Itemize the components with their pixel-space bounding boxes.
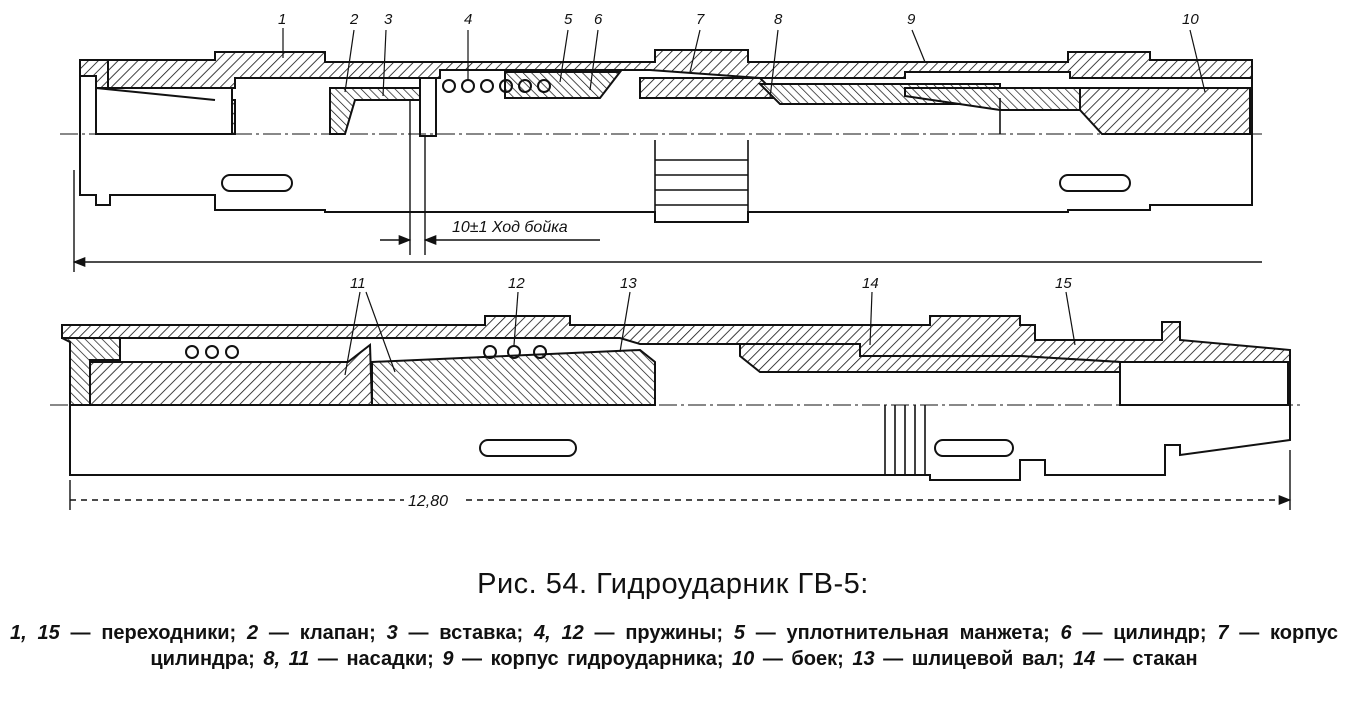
top-leaders [282, 28, 1206, 99]
legend-entry: 13 — шлицевой вал; [852, 648, 1064, 670]
legend-entry-text: — боек; [754, 648, 844, 670]
cylinder [504, 71, 623, 99]
legend-entry-number: 7 [1217, 622, 1229, 644]
bottom-body-outline [69, 362, 1291, 481]
bottom-adapter-bore [1119, 361, 1289, 406]
legend-entry-text: — клапан; [258, 622, 376, 644]
legend-entry: 9 — корпус гидроударника; [442, 648, 723, 670]
bottom-slot-left [479, 439, 577, 457]
part-label-15: 15 [1055, 275, 1072, 292]
legend-entry-text: — пружины; [583, 622, 724, 644]
part-label-4: 4 [464, 11, 472, 28]
bottom-part-labels: 11 12 13 14 15 [350, 275, 1072, 292]
hammer [1079, 87, 1251, 135]
legend-entry-text: — шлицевой вал; [874, 648, 1065, 670]
bottom-slot-right [934, 439, 1014, 457]
legend-entry: 14 — стакан [1073, 648, 1198, 670]
valve-stem [419, 77, 437, 137]
hydraulic-hammer-drawing: 1 2 3 4 5 6 7 8 9 10 10±1 Ход бойка [50, 11, 1300, 510]
legend-entry-number: 9 [442, 648, 454, 670]
top-housing-wall [107, 49, 1253, 89]
part-label-14: 14 [862, 275, 879, 292]
legend-entry-number: 4, 12 [534, 622, 584, 644]
legend-entry-text: — цилиндр; [1071, 622, 1207, 644]
top-section [60, 49, 1262, 272]
legend-entry-number: 14 [1072, 648, 1096, 670]
bottom-section [50, 315, 1300, 510]
part-label-11: 11 [350, 275, 366, 292]
legend-entry-text: — уплотнительная манжета; [744, 622, 1050, 644]
part-label-1: 1 [278, 11, 286, 28]
legend-entry: 2 — клапан; [247, 622, 376, 644]
top-body-outline [79, 76, 1253, 223]
valve-insert [329, 87, 421, 135]
legend-entry-text: — корпус цилиндра; [150, 622, 1339, 670]
part-label-7: 7 [696, 11, 705, 28]
legend-entry-text: — корпус гидроударника; [453, 648, 724, 670]
top-slot-right [1059, 174, 1131, 192]
figure-caption-title: Рис. 54. Гидроударник ГВ-5: [477, 568, 869, 600]
nozzle-11 [89, 343, 374, 406]
stroke-dimension-text: 10±1 Ход бойка [452, 219, 568, 236]
legend-entry: 5 — уплотнительная манжета; [734, 622, 1050, 644]
legend-entry-number: 3 [386, 622, 398, 644]
cylinder-housing [639, 77, 783, 99]
part-label-5: 5 [564, 11, 573, 28]
legend-entry: 7 — корпус цилиндра; [150, 622, 1338, 670]
legend-entry-text: — насадки; [309, 648, 434, 670]
legend-entry-number: 6 [1060, 622, 1072, 644]
top-part-labels: 1 2 3 4 5 6 7 8 9 10 [278, 11, 1199, 28]
part-label-10: 10 [1182, 11, 1199, 28]
part-label-2: 2 [349, 11, 359, 28]
legend-entry: 3 — вставка; [387, 622, 524, 644]
top-spring [442, 79, 551, 93]
legend-entry: 4, 12 — пружины; [534, 622, 723, 644]
part-label-6: 6 [594, 11, 603, 28]
legend-entry-number: 13 [852, 648, 875, 670]
bottom-leaders [344, 291, 1076, 376]
legend-entry-text: — стакан [1095, 648, 1198, 670]
bottom-spring-right [483, 345, 547, 359]
legend-entry: 6 — цилиндр; [1061, 622, 1207, 644]
legend-entry: 8, 11 — насадки; [263, 648, 433, 670]
overall-length-text: 12,80 [408, 493, 448, 510]
figure-legend: 1, 15 — переходники; 2 — клапан; 3 — вст… [10, 620, 1338, 672]
bottom-spring-left [185, 345, 239, 359]
top-splines [654, 140, 749, 222]
part-label-8: 8 [774, 11, 783, 28]
top-slot-left [221, 174, 293, 192]
bottom-housing-wall [61, 315, 1291, 363]
legend-entry: 1, 15 — переходники; [10, 622, 236, 644]
legend-entry-number: 8, 11 [263, 648, 310, 670]
bottom-splines [884, 405, 926, 475]
part-label-9: 9 [907, 11, 916, 28]
legend-entry-number: 10 [732, 648, 755, 670]
part-label-12: 12 [508, 275, 525, 292]
legend-entry: 10 — боек; [732, 648, 844, 670]
part-label-3: 3 [384, 11, 393, 28]
part-label-13: 13 [620, 275, 637, 292]
legend-entry-number: 5 [733, 622, 745, 644]
legend-entry-number: 1, 15 [10, 622, 60, 644]
legend-entry-number: 2 [247, 622, 259, 644]
legend-entry-text: — вставка; [397, 622, 524, 644]
spline-shaft [371, 348, 656, 406]
legend-entry-text: — переходники; [59, 622, 237, 644]
